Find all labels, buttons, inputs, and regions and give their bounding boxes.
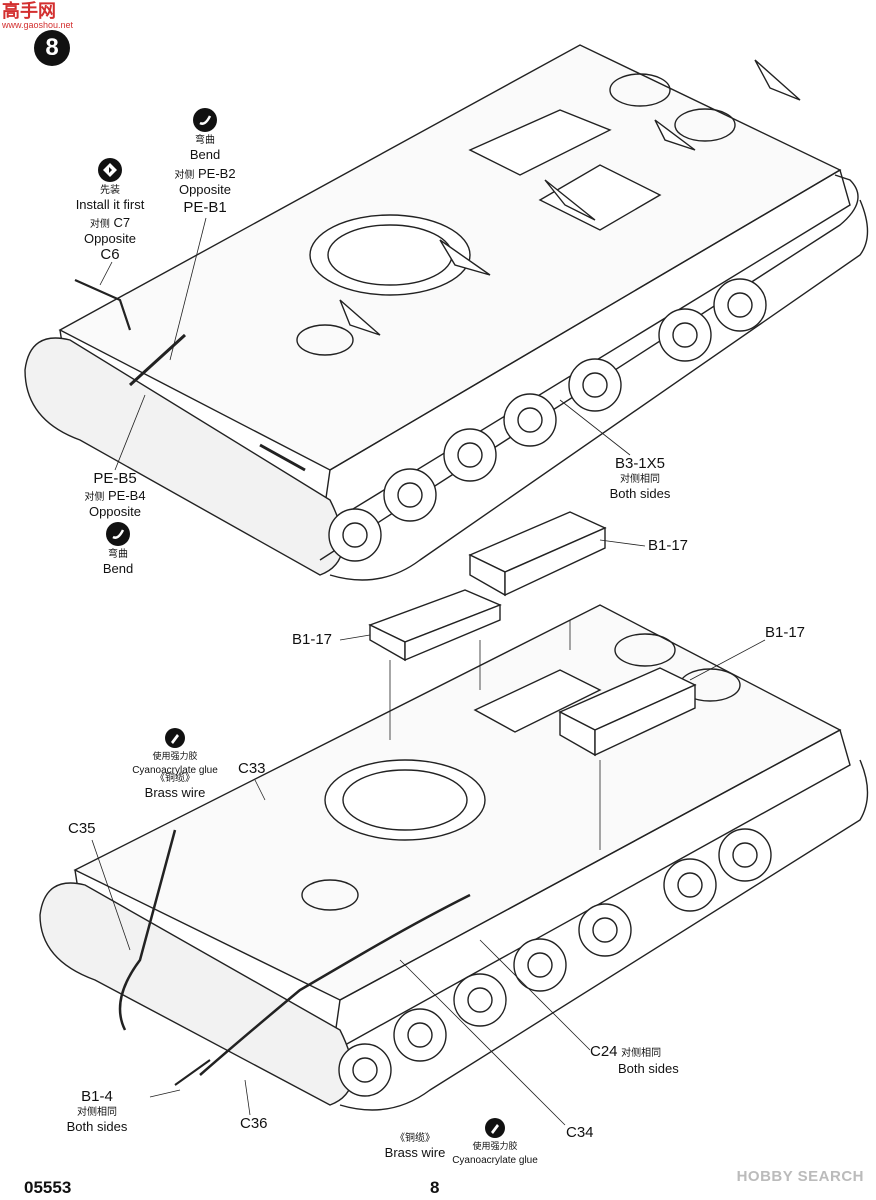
label-pe-b5: PE-B5 bbox=[93, 470, 137, 487]
label-bend-bottom: 弯曲 Bend bbox=[78, 522, 158, 576]
c7-opposite: Opposite bbox=[83, 231, 137, 246]
leader-lines bbox=[91, 217, 766, 1126]
label-c7: 对侧 C7 Opposite bbox=[70, 215, 150, 246]
glue-en: Cyanoacrylate glue bbox=[132, 765, 218, 776]
label-b1-17-left: B1-17 bbox=[292, 631, 333, 648]
label-brass-wire-lower: 《铜缆》 Brass wire bbox=[375, 1132, 455, 1160]
pe-b2-cn: 对侧 bbox=[174, 170, 195, 181]
b1-4-part: B1-4 bbox=[81, 1088, 113, 1105]
pe-b2-part: PE-B2 bbox=[198, 166, 236, 181]
label-pe-b2: 对侧 PE-B2 Opposite bbox=[160, 166, 250, 197]
bend-cn: 弯曲 bbox=[195, 135, 215, 146]
brass-wire-cn: 《铜缆》 bbox=[395, 1133, 435, 1144]
b1-4-cn: 对侧相同 bbox=[77, 1107, 117, 1118]
label-c24: C24 对侧相同 Both sides bbox=[590, 1043, 679, 1076]
bend-en: Bend bbox=[102, 561, 134, 576]
label-c33: C33 bbox=[238, 760, 266, 777]
label-install-first: 先装 Install it first bbox=[70, 158, 150, 212]
label-b1-17-top: B1-17 bbox=[648, 537, 689, 554]
site-watermark-logo: 高手网 www.gaoshou.net bbox=[2, 1, 74, 30]
bend-icon bbox=[193, 108, 217, 132]
glue-icon bbox=[485, 1118, 505, 1138]
b3-part: B3-1X5 bbox=[614, 455, 666, 472]
label-c36: C36 bbox=[240, 1115, 268, 1132]
b3-both-sides: Both sides bbox=[609, 486, 671, 501]
c24-part: C24 bbox=[590, 1043, 618, 1060]
label-c6: C6 bbox=[100, 246, 120, 263]
pe-b4-cn: 对侧 bbox=[84, 492, 105, 503]
c7-part: C7 bbox=[113, 215, 131, 230]
label-pe-b4: 对侧 PE-B4 Opposite bbox=[70, 488, 160, 519]
page-number: 8 bbox=[430, 1178, 440, 1197]
label-brass-wire-upper: 《铜缆》 Brass wire bbox=[135, 772, 215, 800]
bend-en: Bend bbox=[189, 147, 221, 162]
label-pe-b1: PE-B1 bbox=[183, 199, 227, 216]
label-bend-top: 弯曲 Bend bbox=[165, 108, 245, 162]
label-glue-upper: 使用强力胶 Cyanoacrylate glue bbox=[120, 728, 230, 778]
glue-cn: 使用强力胶 bbox=[152, 751, 198, 761]
bend-icon bbox=[106, 522, 130, 546]
brass-wire-cn: 《铜缆》 bbox=[155, 773, 195, 784]
brass-wire-en: Brass wire bbox=[384, 1145, 446, 1160]
glue-en: Cyanoacrylate glue bbox=[452, 1155, 538, 1166]
c24-both-sides: Both sides bbox=[618, 1061, 679, 1076]
watermark-url: www.gaoshou.net bbox=[2, 20, 74, 30]
label-b1-4: B1-4 对侧相同 Both sides bbox=[62, 1088, 132, 1134]
label-glue-lower: 使用强力胶 Cyanoacrylate glue bbox=[440, 1118, 550, 1168]
c24-cn: 对侧相同 bbox=[621, 1048, 662, 1059]
glue-icon bbox=[165, 728, 185, 748]
upper-tank-drawing bbox=[24, 44, 869, 581]
lower-tank-drawing bbox=[39, 511, 869, 1111]
pe-b2-opposite: Opposite bbox=[178, 182, 232, 197]
install-first-en: Install it first bbox=[75, 197, 145, 212]
b1-4-both-sides: Both sides bbox=[66, 1119, 128, 1134]
brass-wire-en: Brass wire bbox=[144, 785, 206, 800]
install-first-icon bbox=[98, 158, 122, 182]
glue-cn: 使用强力胶 bbox=[472, 1141, 518, 1151]
pe-b4-part: PE-B4 bbox=[108, 488, 146, 503]
install-first-cn: 先装 bbox=[100, 185, 120, 196]
bend-cn: 弯曲 bbox=[108, 549, 128, 560]
label-c35: C35 bbox=[68, 820, 96, 837]
label-c34: C34 bbox=[566, 1124, 594, 1141]
step-number-badge: 8 bbox=[34, 30, 70, 66]
watermark-cn: 高手网 bbox=[2, 1, 56, 21]
label-b3: B3-1X5 对侧相同 Both sides bbox=[595, 455, 685, 501]
product-code: 05553 bbox=[24, 1178, 72, 1197]
c7-cn: 对侧 bbox=[89, 219, 110, 230]
hobby-search-watermark: HOBBY SEARCH bbox=[736, 1168, 864, 1185]
pe-b4-opposite: Opposite bbox=[88, 504, 142, 519]
label-b1-17-right: B1-17 bbox=[765, 624, 806, 641]
b3-cn: 对侧相同 bbox=[620, 474, 660, 485]
